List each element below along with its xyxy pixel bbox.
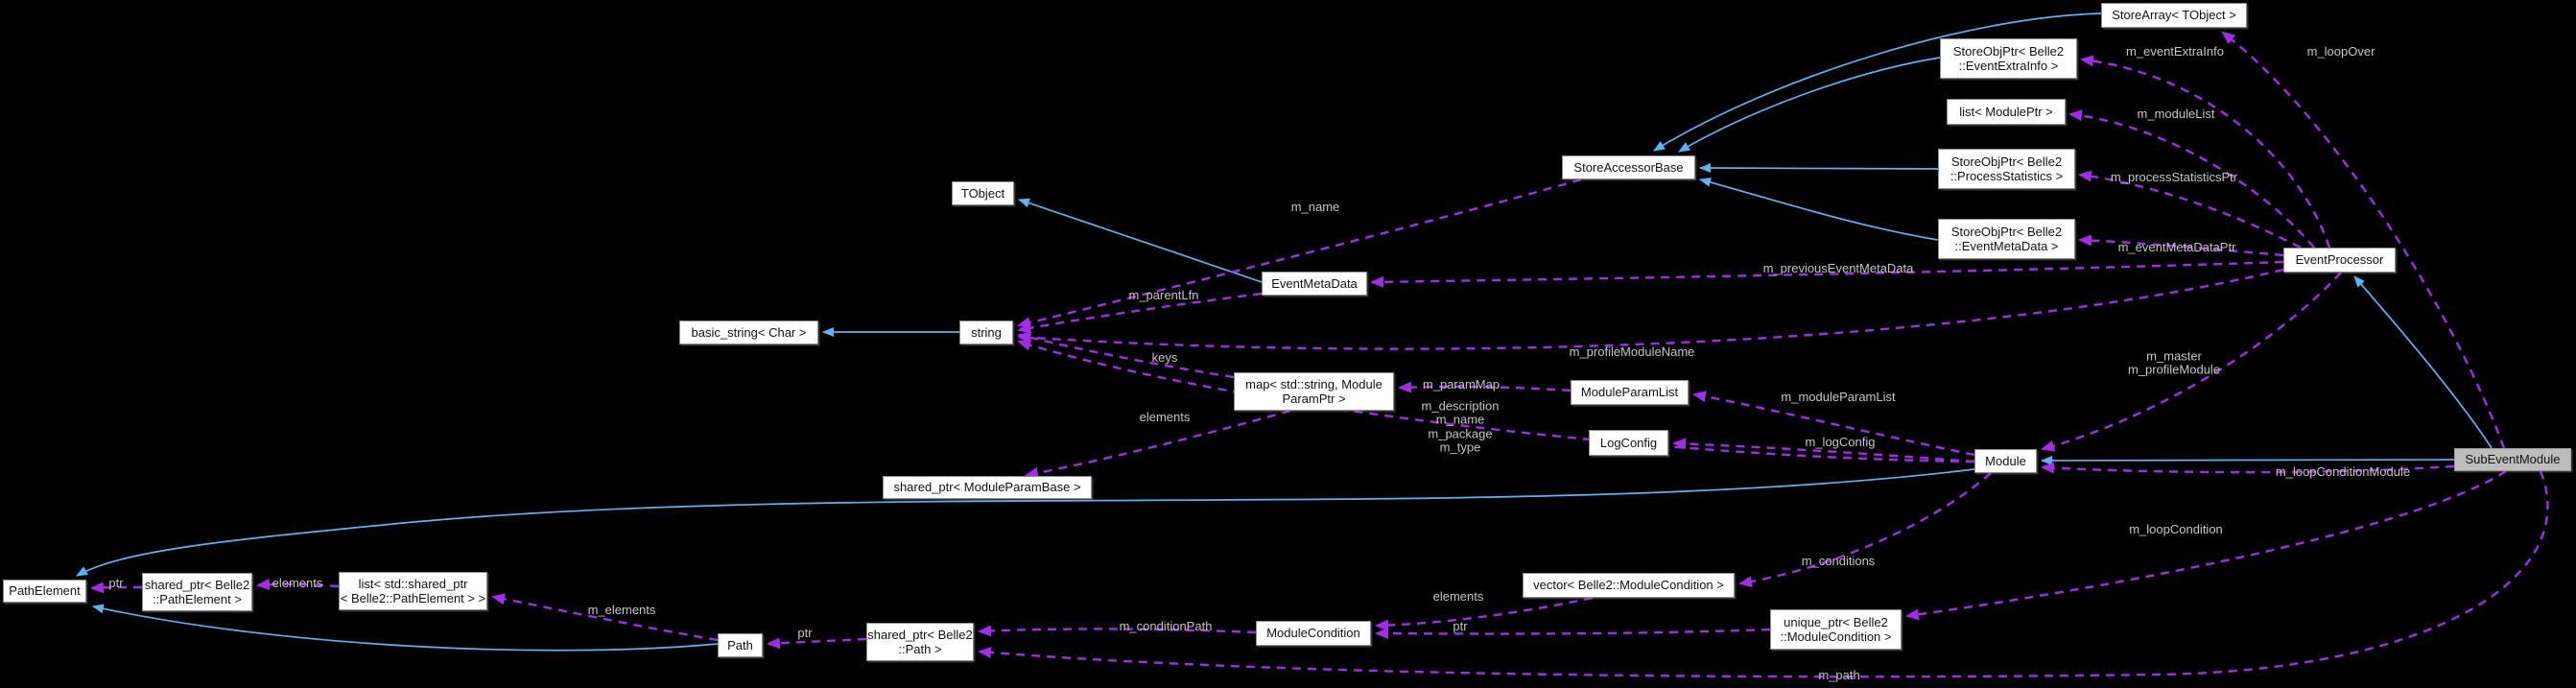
edge-vectormodulecondition-modulecondition-elements [1375,596,1594,631]
node-storearray[interactable]: StoreArray< TObject > [2101,3,2247,28]
edge-subeventmodule-module-mloopconditionmodule [2041,462,2455,474]
edge-eventprocessor-sopeventmetadata [2078,234,2284,257]
edge-sopprocessstatistics-storeaccessorbase [1699,163,1939,174]
edge-subeventmodule-eventprocessor [2353,275,2493,449]
node-sop-eventmetadata[interactable]: StoreObjPtr< Belle2 ::EventMetaData > [1938,219,2075,259]
edge-module-logconfig [1672,438,1975,463]
edge-sharedptrpath-path-ptr [767,637,867,650]
edge-subeventmodule-storearray [2221,31,2506,449]
node-tobject[interactable]: TObject [952,181,1014,205]
node-sharedptr-moduleparambase[interactable]: shared_ptr< ModuleParamBase > [883,476,1092,499]
edge-sopeventmetadata-storeaccessorbase [1699,178,1939,241]
node-eventprocessor[interactable]: EventProcessor [2283,248,2396,273]
node-modulecondition[interactable]: ModuleCondition [1256,621,1371,646]
edge-storeaccessorbase-string-mname [1017,178,1582,329]
edge-module-pathelement [76,468,1975,577]
edge-eventprocessor-module-mmaster [2041,272,2342,452]
edge-moduleparamlist-map-mparammap [1398,381,1572,393]
node-sharedptr-path[interactable]: shared_ptr< Belle2 ::Path > [866,623,974,661]
edge-eventprocessor-listmoduleptr [2068,109,2315,249]
node-list-sharedptr-pathelement[interactable]: list< std::shared_ptr < Belle2::PathElem… [339,572,487,610]
node-eventmetadata[interactable]: EventMetaData [1262,272,1367,296]
edge-listsharedptrpathelement-sharedptrpathelement-elements [256,579,340,591]
edge-eventprocessor-string-mprofilemodulename [1017,268,2284,350]
node-pathelement[interactable]: PathElement [3,580,86,603]
node-vector-modulecondition[interactable]: vector< Belle2::ModuleCondition > [1523,573,1735,598]
edge-eventprocessor-sopeventextrainfo [2080,55,2331,249]
edge-uniqueptrmodulecondition-modulecondition-ptr [1375,628,1771,640]
edge-storearray-storeaccessorbase [1653,12,2102,152]
edge-module-vectormodulecondition-mconditions [1738,472,1992,588]
edge-eventmetadata-tobject [1018,198,1263,283]
node-string[interactable]: string [959,320,1013,344]
edge-map-string-keys [1017,332,1235,379]
node-uniqueptr-modulecondition[interactable]: unique_ptr< Belle2 ::ModuleCondition > [1770,609,1902,650]
edge-eventprocessor-sopprocessstatistics [2078,170,2302,249]
node-basic-string[interactable]: basic_string< Char > [679,320,818,344]
node-sharedptr-pathelement[interactable]: shared_ptr< Belle2 ::PathElement > [142,573,252,611]
edge-map-sharedptrmoduleparambase-elements [1025,409,1291,479]
node-storeaccessorbase[interactable]: StoreAccessorBase [1562,155,1695,179]
node-path[interactable]: Path [718,633,763,657]
edge-subeventmodule-module [2041,455,2455,465]
edge-eventmetadata-string-mparentlfn [1017,292,1263,334]
edge-subeventmodule-sharedptrpath-mpath [978,470,2549,678]
node-moduleparamlist[interactable]: ModuleParamList [1571,380,1689,405]
node-sop-processstatistics[interactable]: StoreObjPtr< Belle2 ::ProcessStatistics … [1938,149,2075,189]
edge-sharedptrpathelement-pathelement-ptr [90,581,143,594]
edge-modulecondition-sharedptrpath-mconditionpath [978,625,1257,637]
node-sop-eventextrainfo[interactable]: StoreObjPtr< Belle2 ::EventExtraInfo > [1940,38,2077,79]
node-subeventmodule[interactable]: SubEventModule [2454,448,2571,471]
edge-module-string-members [1017,339,1975,463]
edge-path-pathelement [92,604,719,652]
node-map-moduleparamptr[interactable]: map< std::string, Module ParamPtr > [1234,372,1394,411]
node-module[interactable]: Module [1974,449,2037,473]
node-logconfig[interactable]: LogConfig [1589,430,1668,456]
edge-path-listsharedptrpathelement-melements [491,593,719,642]
edge-subeventmodule-uniqueptrmodulecondition-mloopcondition [1905,469,2507,621]
node-list-moduleptr[interactable]: list< ModulePtr > [1947,99,2066,125]
edge-sopeventextrainfo-storeaccessorbase [1678,57,1941,153]
edge-eventprocessor-eventmetadata [1370,260,2284,288]
